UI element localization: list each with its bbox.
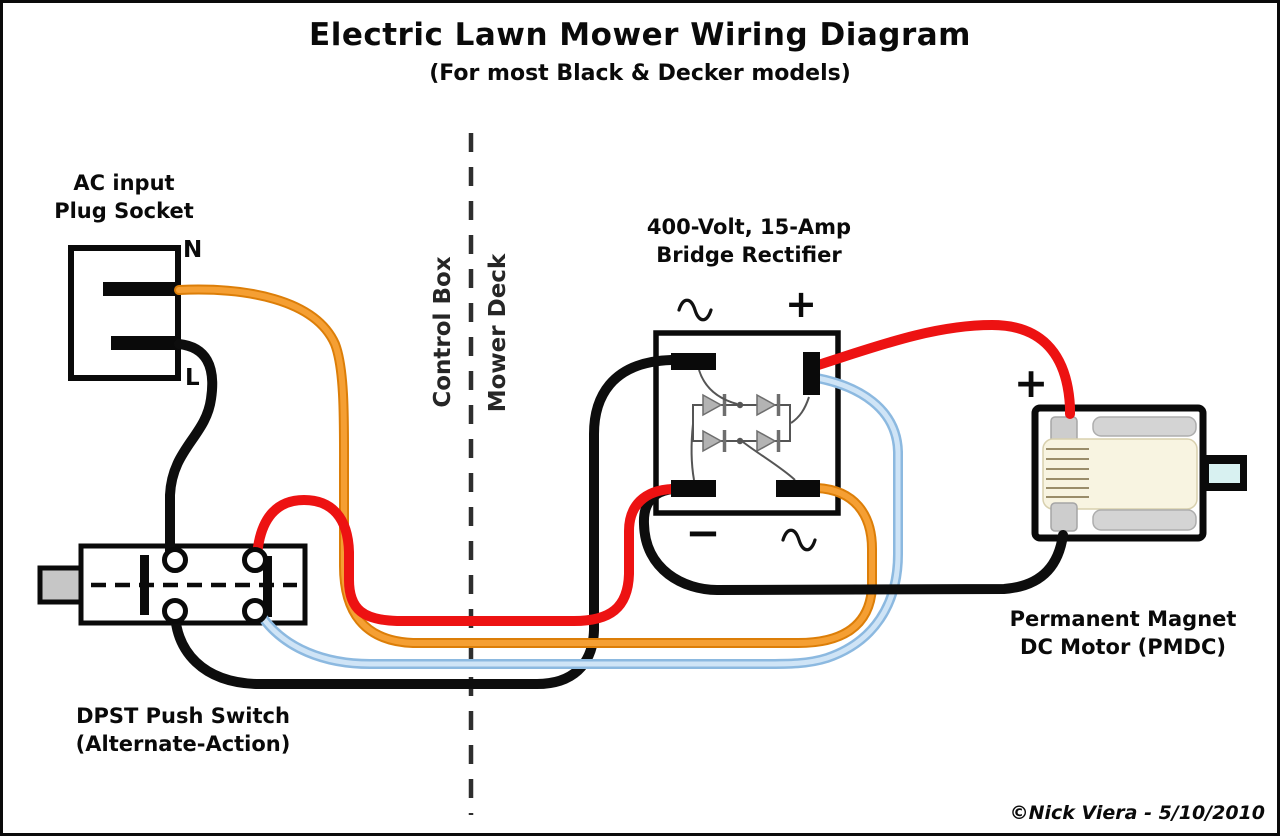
switch-pole-bar-left [140,555,149,615]
wire-red-rectifier-to-motor [810,320,1075,419]
plug-terminal-n-label: N [183,237,203,263]
page-subtitle: (For most Black & Decker models) [429,61,851,86]
rectifier-plus-label: + [785,282,817,326]
wire-red-switch-to-rectifier [252,484,678,626]
plug-prong-line [111,336,180,350]
wire-blue-highlight [260,375,901,667]
plug-terminal-l-label: L [185,365,200,391]
plug-label-line2: Plug Socket [54,199,194,223]
junction-dot [736,437,744,445]
rectifier-terminal-ac-bottom [776,480,820,497]
wire-black-plug-to-switch [165,339,218,559]
rectifier-internal-lead [690,423,695,481]
diode-icon [756,393,777,417]
switch-label-line1: DPST Push Switch [76,704,290,728]
rectifier-minus-label: − [685,508,721,557]
motor-magnet-bottom [1092,509,1197,531]
motor-magnet-top [1092,416,1197,437]
switch-label-line2: (Alternate-Action) [75,732,291,756]
plug-socket-box [68,245,181,381]
rectifier-label-line2: Bridge Rectifier [656,243,842,267]
junction-dot [736,401,744,409]
motor-label-line2: DC Motor (PMDC) [1020,635,1226,659]
motor-brush-bottom [1050,502,1078,532]
switch-terminal-top-left [162,547,188,573]
wiring-svg [37,133,1247,815]
ac-sine-icon [677,298,713,322]
rectifier-internal-lead [790,396,810,424]
switch-terminal-bottom-right [242,598,268,624]
rectifier-terminal-minus [671,480,716,497]
copyright-credit: ©Nick Viera - 5/10/2010 [1009,802,1265,824]
motor-label-line1: Permanent Magnet [1009,607,1237,631]
rectifier-terminal-ac-top [671,353,716,370]
plug-label-line1: AC input [73,171,175,195]
switch-pole-bar-right [263,556,272,617]
ac-sine-icon [781,528,817,552]
plug-prong-neutral [103,282,180,296]
divider-label-mower-deck: Mower Deck [485,253,511,413]
diode-icon [702,393,723,417]
divider-label-control-box: Control Box [430,256,456,408]
diode-icon [702,429,723,453]
rectifier-terminal-plus [803,352,820,395]
rectifier-label-line1: 400-Volt, 15-Amp [646,215,852,239]
rectifier-internal-lead [698,369,738,405]
page-title: Electric Lawn Mower Wiring Diagram [309,17,971,53]
switch-push-button [37,565,86,605]
motor-commutator-lines [1046,448,1089,498]
motor-plus-label: + [1013,359,1049,407]
wire-black-motor-to-rectifier [638,484,1068,595]
diode-icon [756,429,777,453]
motor-armature [1042,438,1198,510]
switch-terminal-top-right [242,547,268,573]
motor-shaft-face [1209,464,1240,483]
wire-black-switch-to-rectifier [170,355,676,689]
switch-terminal-bottom-left [162,598,188,624]
rectifier-internal-lead [742,441,796,481]
